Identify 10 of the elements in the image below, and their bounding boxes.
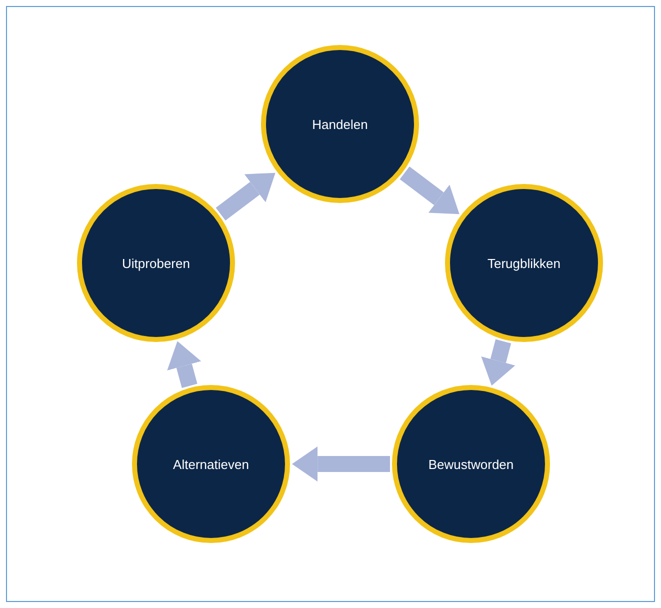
step-label: Bewustworden	[428, 456, 514, 472]
block-arrow	[292, 446, 390, 482]
step-label: Terugblikken	[488, 256, 560, 270]
block-arrow	[481, 339, 516, 386]
step-label: Alternatieven	[173, 456, 249, 472]
step-label: Handelen	[312, 116, 368, 132]
block-arrow	[167, 341, 202, 388]
block-arrow	[400, 166, 460, 214]
step-label: Uitproberen	[122, 256, 190, 270]
block-arrow	[216, 172, 276, 221]
